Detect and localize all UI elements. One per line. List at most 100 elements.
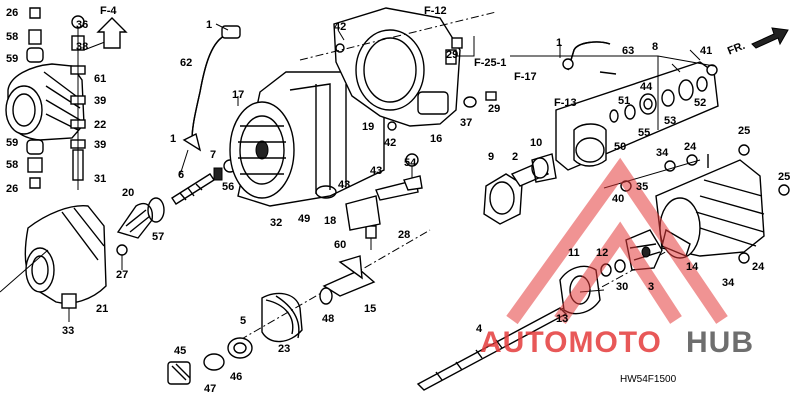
label-22: 22: [94, 119, 106, 131]
label-24-bottom: 24: [752, 261, 765, 273]
ref-f17: F-17: [514, 71, 537, 83]
label-5: 5: [240, 315, 246, 327]
front-direction-label: FR.: [726, 40, 747, 58]
label-24-top: 24: [684, 141, 697, 153]
label-36: 36: [76, 19, 88, 31]
label-32: 32: [270, 217, 282, 229]
label-61: 61: [94, 73, 106, 85]
watermark-brand-part1: AUTOMOTO: [480, 326, 662, 359]
impeller-23: [239, 229, 431, 343]
label-55: 55: [638, 127, 650, 139]
label-7: 7: [210, 149, 216, 161]
label-1-right: 1: [556, 37, 562, 49]
label-25-top: 25: [738, 125, 750, 137]
label-42-top: 42: [334, 21, 346, 33]
label-39-bottom: 39: [94, 139, 106, 151]
label-43-left: 43: [338, 179, 350, 191]
label-45: 45: [174, 345, 186, 357]
label-44-left: 44: [640, 81, 653, 93]
label-2: 2: [512, 151, 518, 163]
label-43-right: 43: [370, 165, 382, 177]
bearing-stack: [167, 337, 253, 385]
left-mount-parts: [5, 7, 111, 190]
label-49: 49: [298, 213, 310, 225]
watermark: AUTOMOTO HUB: [480, 157, 754, 359]
housing-14: [620, 144, 790, 264]
ref-f4: F-4: [100, 5, 117, 17]
label-6: 6: [178, 169, 184, 181]
cover-15: [319, 225, 377, 305]
bracket-18: [315, 153, 423, 231]
label-30: 30: [616, 281, 628, 293]
label-8: 8: [652, 41, 658, 53]
label-59-top: 59: [6, 53, 18, 65]
fasteners-29-37: [451, 37, 497, 108]
label-18: 18: [324, 215, 336, 227]
label-37: 37: [460, 117, 472, 129]
label-46: 46: [230, 371, 242, 383]
label-16: 16: [430, 133, 442, 145]
label-28: 28: [398, 229, 410, 241]
label-13: 13: [556, 313, 568, 325]
cone-20: [116, 202, 153, 270]
pump-housing-17: [229, 71, 385, 207]
label-11: 11: [568, 247, 580, 259]
label-9: 9: [488, 151, 494, 163]
watermark-brand-part2: HUB: [686, 326, 754, 359]
f4-arrow: [96, 17, 128, 49]
diagram-code: HW54F1500: [620, 374, 677, 385]
label-19: 19: [362, 121, 374, 133]
ref-f13: F-13: [554, 97, 577, 109]
label-10: 10: [530, 137, 542, 149]
f13-assembly: [555, 61, 719, 171]
ref-f25-1: F-25-1: [474, 57, 506, 69]
label-54: 54: [404, 157, 417, 169]
label-14: 14: [686, 261, 699, 273]
label-60: 60: [334, 239, 346, 251]
label-3: 3: [648, 281, 654, 293]
label-58-top: 58: [6, 31, 18, 43]
label-21: 21: [96, 303, 108, 315]
label-39-top: 39: [94, 95, 106, 107]
label-27: 27: [116, 269, 128, 281]
label-1-top: 1: [206, 19, 212, 31]
label-29-top: 29: [446, 49, 458, 61]
label-34-bottom: 34: [722, 277, 735, 289]
front-direction-arrow: [751, 27, 789, 49]
label-51: 51: [618, 95, 630, 107]
hose-62: [182, 25, 241, 152]
label-12: 12: [596, 247, 608, 259]
label-38: 38: [76, 41, 88, 53]
label-40: 40: [612, 193, 624, 205]
label-4: 4: [476, 323, 483, 335]
label-29-bottom: 29: [488, 103, 500, 115]
label-62: 62: [180, 57, 192, 69]
pipe-63: [559, 41, 617, 75]
label-63: 63: [622, 45, 634, 57]
label-50: 50: [614, 141, 626, 153]
label-56: 56: [222, 181, 234, 193]
label-59-bottom: 59: [6, 137, 18, 149]
label-52: 52: [694, 97, 706, 109]
label-20: 20: [122, 187, 134, 199]
label-15: 15: [364, 303, 376, 315]
label-48: 48: [322, 313, 334, 325]
label-17: 17: [232, 89, 244, 101]
label-58-bottom: 58: [6, 159, 18, 171]
label-57: 57: [152, 231, 164, 243]
label-26-top: 26: [6, 7, 18, 19]
label-23: 23: [278, 343, 290, 355]
ref-f12: F-12: [424, 5, 447, 17]
label-47: 47: [204, 383, 216, 395]
label-41: 41: [700, 45, 712, 57]
label-26-bottom: 26: [6, 183, 18, 195]
label-33: 33: [62, 325, 74, 337]
label-42-bottom: 42: [384, 137, 396, 149]
label-34-top: 34: [656, 147, 669, 159]
label-31: 31: [94, 173, 106, 185]
part-number-labels: 1 1 1 2 3 4 5 6 7 8 9 10 11 12 13 14 15 …: [6, 7, 790, 395]
label-1-left: 1: [170, 133, 176, 145]
housing-9: [483, 153, 557, 225]
